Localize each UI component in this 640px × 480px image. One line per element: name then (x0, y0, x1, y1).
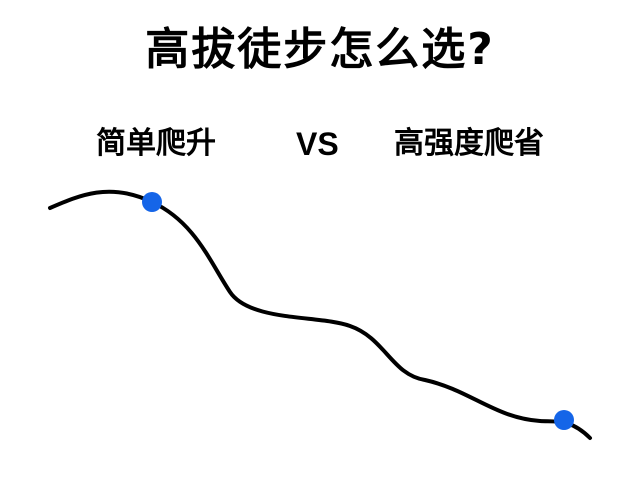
start-point-marker (142, 192, 162, 212)
page-title: 高拔徒步怎么选? (145, 24, 495, 75)
end-point-marker (554, 410, 574, 430)
versus-label: VS (296, 126, 339, 162)
easy-climb-label: 简单爬升 (96, 126, 216, 161)
elevation-curve (48, 189, 592, 440)
intense-climb-label: 高强度爬省 (394, 126, 544, 161)
